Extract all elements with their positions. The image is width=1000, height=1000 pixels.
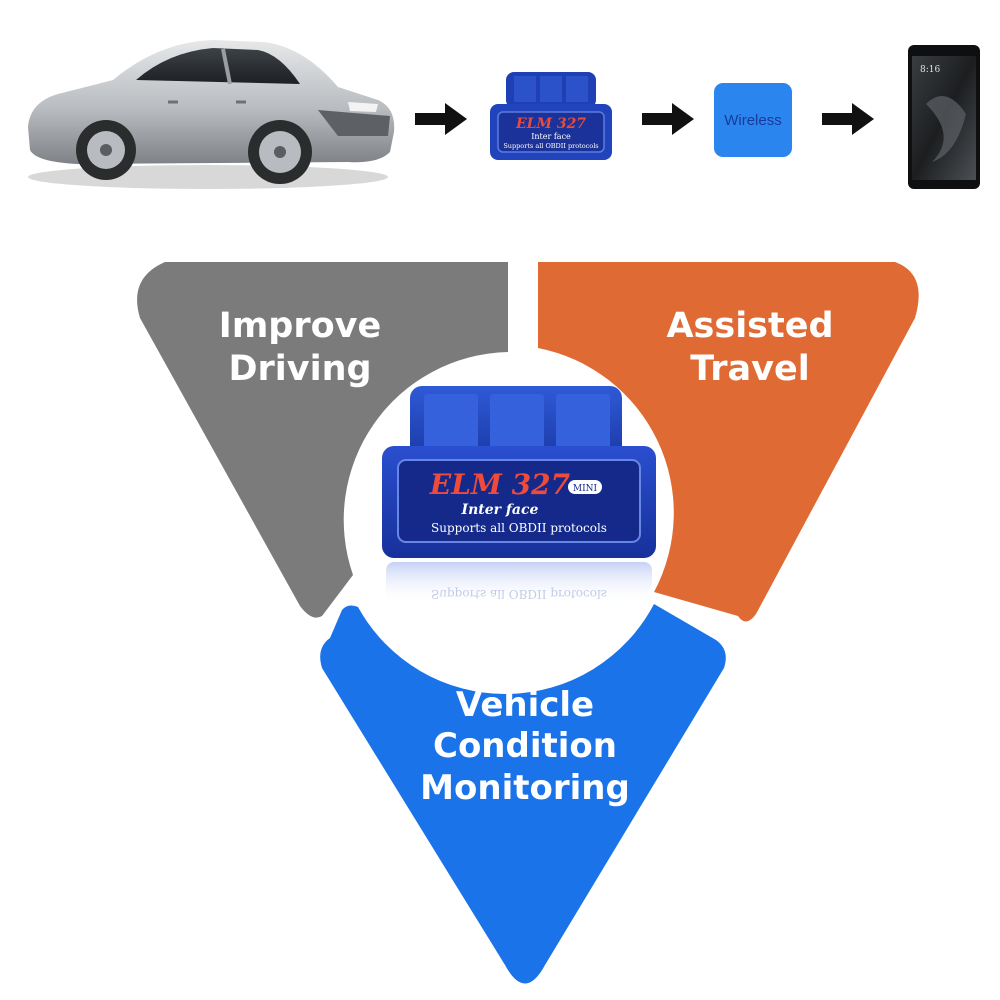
car-image (28, 40, 395, 189)
device-subtitle: Inter face (461, 502, 539, 518)
flow-arrow-icon (822, 103, 874, 135)
flow-arrow-icon (642, 103, 694, 135)
device-tagline: Supports all OBDII protocols (431, 521, 607, 535)
wireless-box: Wireless (714, 83, 792, 157)
assisted-travel-petal (538, 262, 919, 622)
improve-driving-label: Improve Driving (170, 305, 430, 390)
device-badge: MINI (573, 484, 598, 494)
vehicle-line2: Condition (433, 726, 617, 767)
improve-driving-petal (137, 262, 508, 618)
smartphone-image: 8:16 (908, 45, 980, 189)
obd-device-small-image: ELM 327 Inter face Supports all OBDII pr… (490, 72, 612, 160)
obd-device-image: ELM 327 MINI Inter face Supports all OBD… (382, 386, 656, 604)
vehicle-line3: Monitoring (420, 767, 630, 808)
device-brand: ELM 327 (429, 468, 571, 501)
vehicle-line1: Vehicle (455, 685, 595, 725)
svg-text:Supports all OBDII protocols: Supports all OBDII protocols (503, 142, 598, 150)
vehicle-condition-label: Vehicle Condition Monitoring (370, 685, 680, 809)
svg-text:Supports all OBDII protocols: Supports all OBDII protocols (431, 587, 607, 601)
phone-time: 8:16 (920, 65, 940, 75)
improve-line1: Improve (218, 306, 382, 346)
improve-line2: Driving (228, 348, 372, 389)
svg-text:ELM 327: ELM 327 (515, 116, 586, 132)
assisted-travel-label: Assisted Travel (620, 305, 880, 390)
svg-text:Inter face: Inter face (531, 132, 571, 141)
assisted-line2: Travel (690, 348, 810, 389)
vehicle-condition-petal (320, 604, 726, 984)
flow-arrow-icon (415, 103, 467, 135)
wireless-label: Wireless (724, 111, 782, 129)
assisted-line1: Assisted (666, 306, 834, 346)
